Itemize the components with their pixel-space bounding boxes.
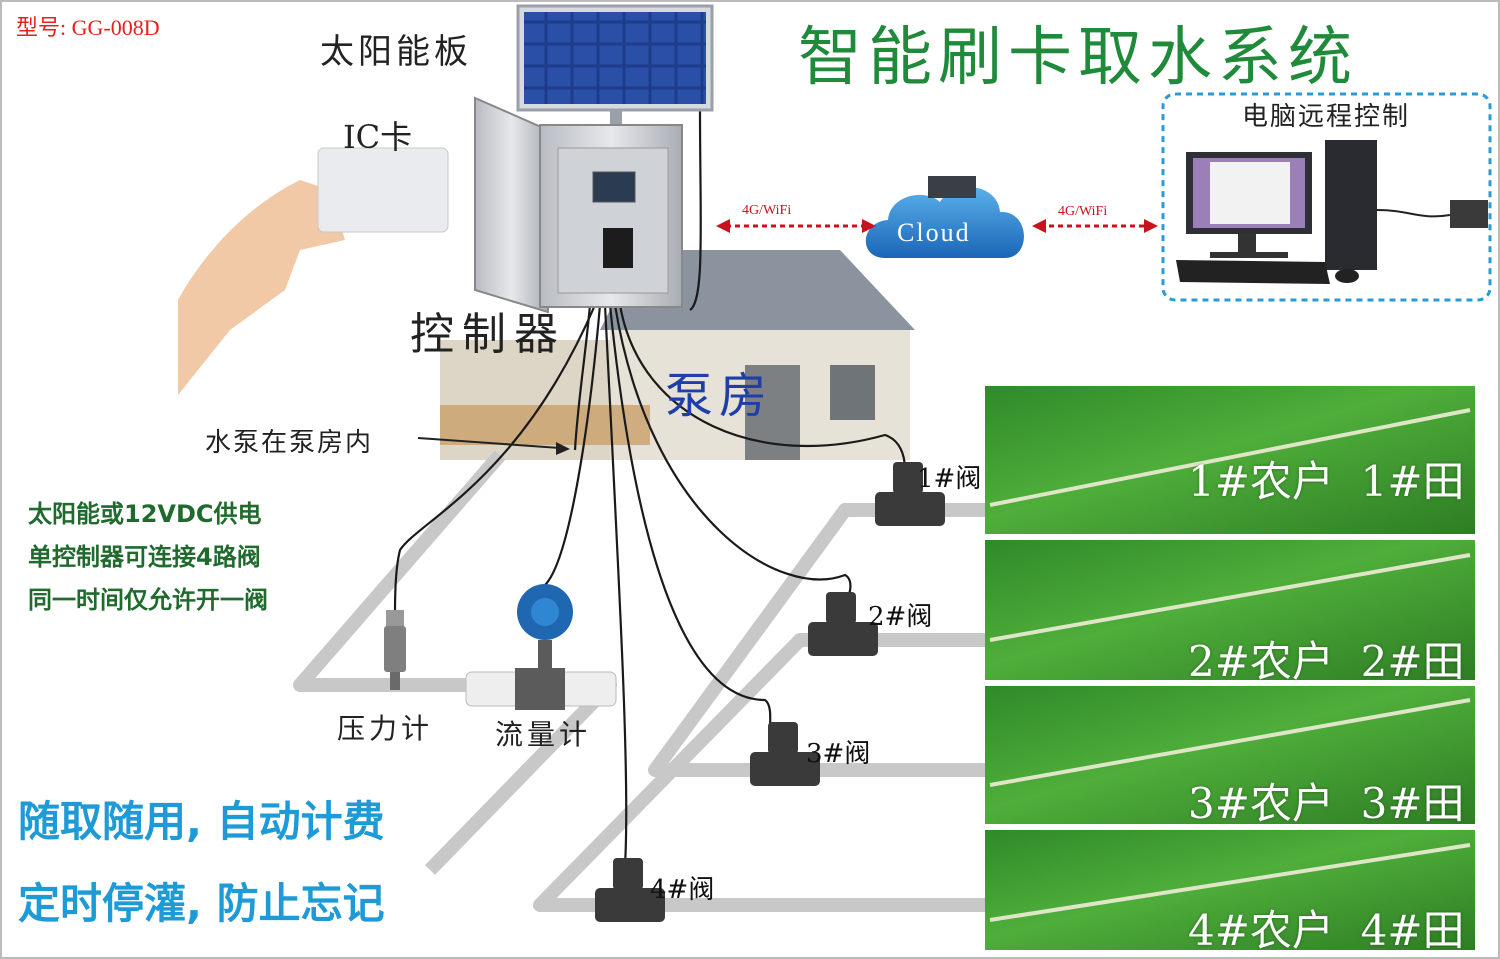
ic-card-hand: [178, 147, 449, 395]
controller-label: 控制器: [410, 309, 566, 360]
solar-panel: [516, 4, 714, 132]
feature-3: 同一时间仅允许开一阀: [28, 586, 268, 614]
field-3: [985, 686, 1475, 824]
slogan-2: 定时停灌, 防止忘记: [18, 879, 385, 928]
field-3-label: 3#农户 3#田: [1188, 779, 1465, 828]
valve-4-icon: [595, 858, 665, 922]
pressure-gauge-icon: [384, 610, 406, 690]
flow-meter-label: 流量计: [495, 718, 592, 751]
page-title: 智能刷卡取水系统: [798, 21, 1358, 95]
ic-card-label: IC卡: [343, 118, 413, 156]
pump-house-window: [830, 365, 875, 420]
network-links: [716, 219, 1158, 233]
valve-1-label: 1#阀: [917, 464, 982, 494]
slogan-1: 随取随用, 自动计费: [18, 797, 385, 846]
model-label: 型号: GG-008D: [16, 15, 160, 40]
solar-panel-label: 太阳能板: [320, 32, 472, 72]
field-1: [985, 386, 1475, 534]
field-2-label: 2#农户 2#田: [1188, 637, 1465, 686]
link-left-label: 4G/WiFi: [742, 203, 792, 218]
cabinet-door: [474, 96, 549, 314]
controller-screen: [592, 171, 636, 203]
controller-cabinet: [474, 96, 683, 314]
cables: [393, 109, 907, 866]
valve-4-label: 4#阀: [650, 875, 715, 905]
pc-tower: [1325, 140, 1377, 270]
field-2: [985, 540, 1475, 680]
cloud-label: Cloud: [897, 218, 971, 247]
mouse: [1335, 269, 1359, 283]
keyboard: [1176, 260, 1330, 284]
valve-2-label: 2#阀: [868, 602, 933, 632]
valve-1-icon: [875, 462, 945, 526]
main-pipe: [293, 450, 617, 875]
feature-1: 太阳能或12VDC供电: [28, 500, 262, 528]
field-4: [985, 830, 1475, 950]
hand: [178, 180, 345, 395]
flow-meter-icon: [465, 584, 617, 710]
branch-pipe-2-4: [533, 633, 985, 912]
usb-device: [1450, 200, 1488, 228]
pump-house-label: 泵房: [665, 368, 774, 424]
ic-card: [317, 147, 449, 233]
valve-3-label: 3#阀: [806, 739, 871, 769]
pc-remote-label: 电脑远程控制: [1242, 102, 1411, 132]
feature-2: 单控制器可连接4路阀: [28, 543, 261, 571]
field-1-label: 1#农户 1#田: [1188, 457, 1465, 506]
valve-2-icon: [808, 592, 878, 656]
link-right-label: 4G/WiFi: [1058, 204, 1108, 219]
pump-arrow: [417, 437, 570, 455]
field-4-label: 4#农户 4#田: [1188, 906, 1465, 955]
valves: [595, 462, 945, 922]
valve-3-icon: [750, 722, 820, 786]
pump-inside-label: 水泵在泵房内: [205, 428, 374, 458]
card-reader: [603, 228, 633, 268]
pressure-gauge-label: 压力计: [337, 712, 434, 745]
pc-panel: [1161, 92, 1492, 302]
fields: [985, 386, 1475, 950]
cloud-icon: [865, 176, 1024, 258]
